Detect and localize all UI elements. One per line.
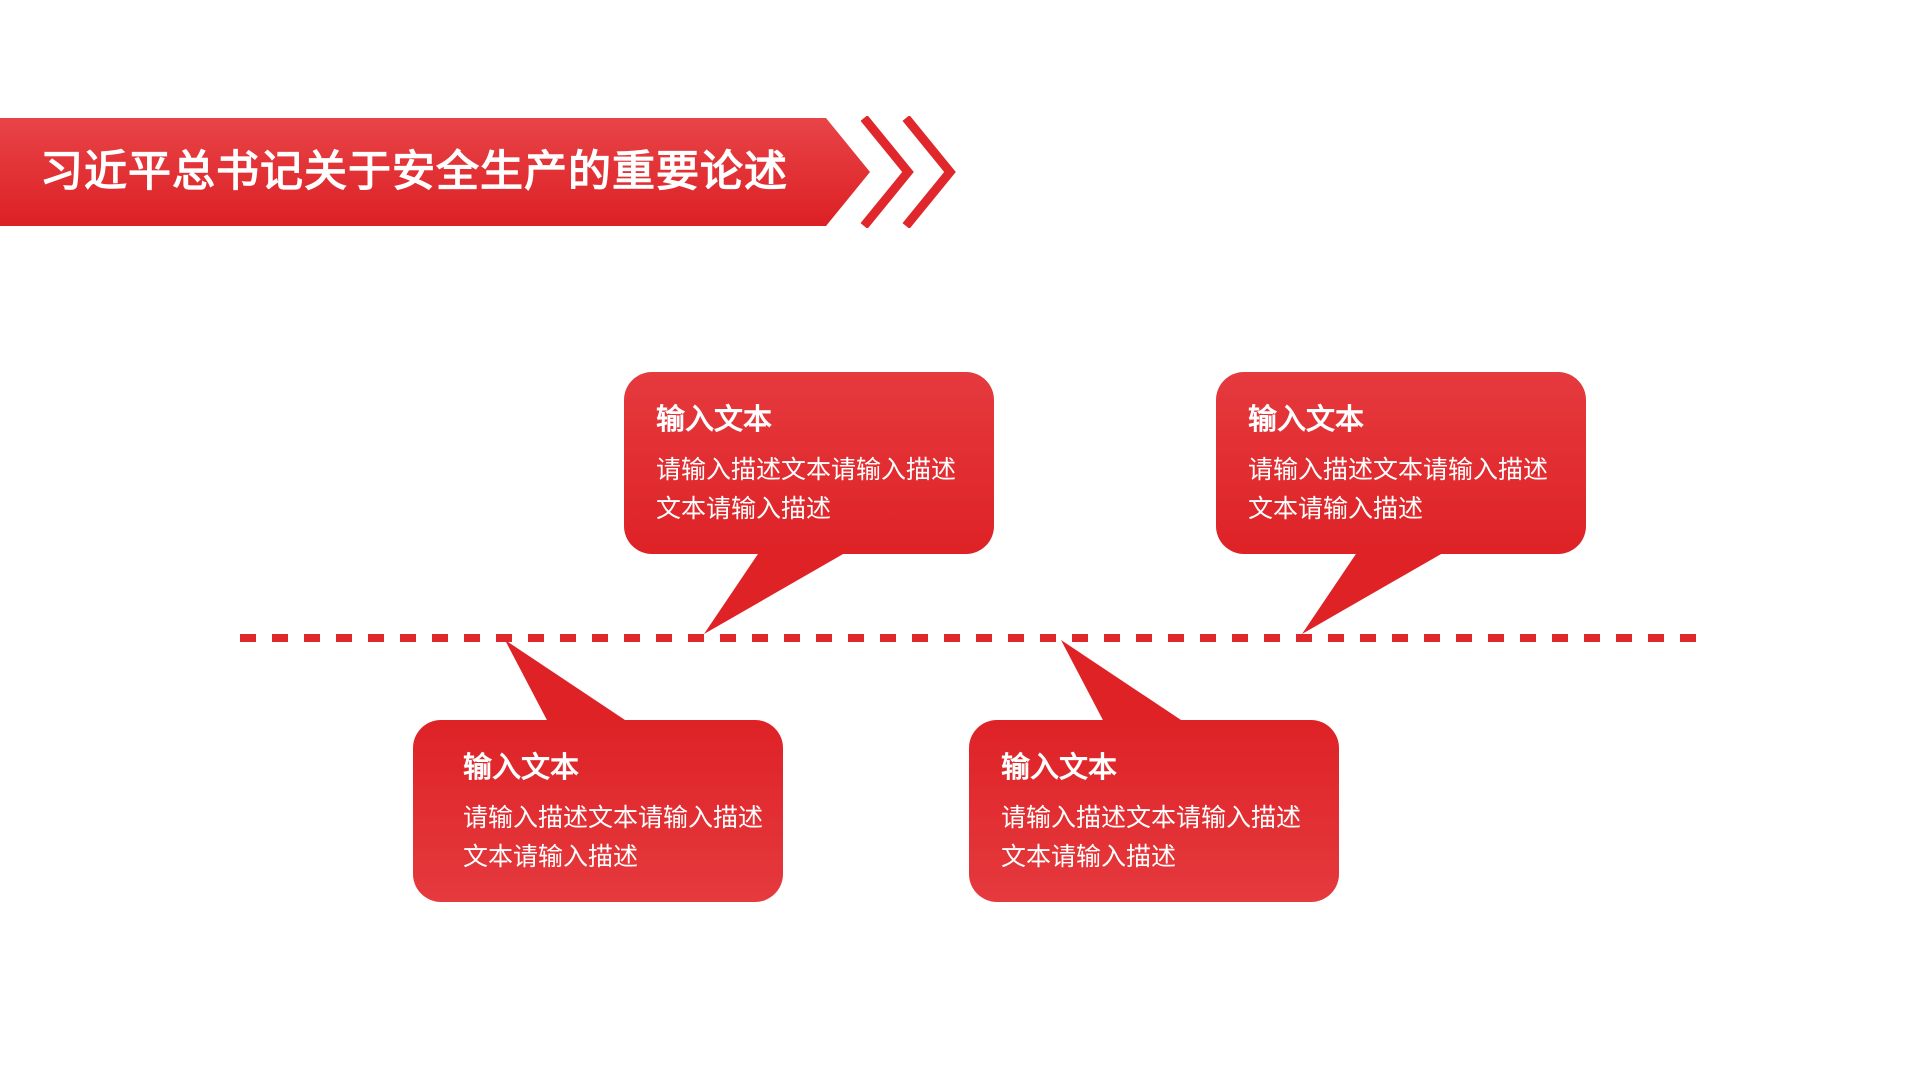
- callout-box: 输入文本 请输入描述文本请输入描述文本请输入描述: [624, 372, 994, 554]
- callout-heading: 输入文本: [656, 402, 773, 436]
- callout-pointer: [505, 640, 631, 724]
- chevron-right-icon: [860, 116, 956, 228]
- callout-box: 输入文本 请输入描述文本请输入描述文本请输入描述: [413, 720, 783, 902]
- callout-top-1: 输入文本 请输入描述文本请输入描述文本请输入描述: [624, 372, 994, 634]
- callout-heading: 输入文本: [1248, 402, 1365, 436]
- timeline-dashed-line: [240, 634, 1700, 642]
- callout-heading: 输入文本: [463, 750, 580, 784]
- page-title: 习近平总书记关于安全生产的重要论述: [40, 147, 788, 197]
- callout-box: 输入文本 请输入描述文本请输入描述文本请输入描述: [1216, 372, 1586, 554]
- callout-bottom-2: 输入文本 请输入描述文本请输入描述文本请输入描述: [969, 640, 1339, 902]
- callout-top-2: 输入文本 请输入描述文本请输入描述文本请输入描述: [1216, 372, 1586, 634]
- callout-body: 请输入描述文本请输入描述文本请输入描述: [1001, 803, 1302, 871]
- title-banner-shape: [0, 118, 870, 226]
- callout-heading: 输入文本: [1001, 750, 1118, 784]
- title-banner: 习近平总书记关于安全生产的重要论述: [0, 118, 870, 226]
- callout-box: 输入文本 请输入描述文本请输入描述文本请输入描述: [969, 720, 1339, 902]
- callout-pointer: [704, 542, 864, 634]
- callout-pointer: [1061, 640, 1187, 724]
- callout-body: 请输入描述文本请输入描述文本请输入描述: [463, 803, 764, 871]
- callout-body: 请输入描述文本请输入描述文本请输入描述: [656, 455, 957, 523]
- callout-bottom-1: 输入文本 请输入描述文本请输入描述文本请输入描述: [413, 640, 783, 902]
- callout-pointer: [1302, 542, 1462, 634]
- callout-body: 请输入描述文本请输入描述文本请输入描述: [1248, 455, 1549, 523]
